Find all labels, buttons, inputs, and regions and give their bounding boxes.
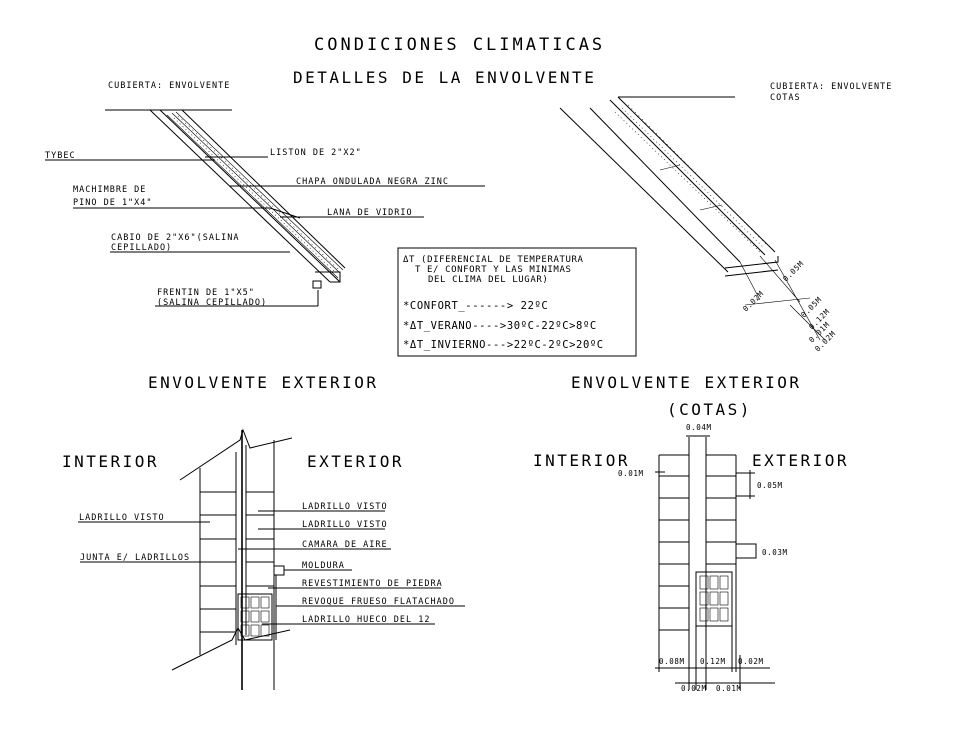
dim-bottom-4: 0.02M xyxy=(681,684,707,693)
roof-dim-1: 0.02M xyxy=(741,289,765,313)
wall-left-exterior: EXTERIOR xyxy=(307,452,404,471)
dim-top: 0.04M xyxy=(686,423,712,432)
dim-bottom-1: 0.08M xyxy=(659,657,685,666)
dim-bottom-5: 0.01M xyxy=(716,684,742,693)
wall-left-interior: INTERIOR xyxy=(62,452,159,471)
ladrillo-visto-2-label: LADRILLO VISTO xyxy=(302,520,388,530)
roof-right-caption-2: COTAS xyxy=(770,93,801,103)
ladrillo-hueco-label: LADRILLO HUECO DEL 12 xyxy=(302,615,430,625)
ladrillo-visto-left-label: LADRILLO VISTO xyxy=(79,513,165,523)
temp-invierno: *ΔT_INVIERNO--->22ºC-2ºC>20ºC xyxy=(403,339,604,351)
temp-line-3: DEL CLIMA DEL LUGAR) xyxy=(428,275,548,285)
temp-confort: *CONFORT_------> 22ºC xyxy=(403,300,548,312)
roof-left-caption: CUBIERTA: ENVOLVENTE xyxy=(108,81,230,91)
temp-line-1: ΔT (DIFERENCIAL DE TEMPERATURA xyxy=(403,255,584,265)
tybec-label: TYBEC xyxy=(45,151,76,161)
dim-right-1: 0.05M xyxy=(757,481,783,490)
wall-right-heading-1: ENVOLVENTE EXTERIOR xyxy=(571,373,802,392)
roof-detail-right: CUBIERTA: ENVOLVENTE COTAS 0.02M 0.05M 0… xyxy=(559,82,892,353)
moldura-label: MOLDURA xyxy=(302,561,345,571)
wall-right-heading-2: (COTAS) xyxy=(667,400,752,419)
dim-bottom-3: 0.02M xyxy=(738,657,764,666)
wall-right-interior: INTERIOR xyxy=(533,451,630,470)
frentin-label-1: FRENTIN DE 1"X5" xyxy=(157,288,255,298)
frentin-label-2: (SALINA CEPILLADO) xyxy=(157,298,267,308)
page-subtitle: DETALLES DE LA ENVOLVENTE xyxy=(293,68,596,87)
chapa-label: CHAPA ONDULADA NEGRA ZINC xyxy=(296,177,449,187)
wall-left-heading: ENVOLVENTE EXTERIOR xyxy=(148,373,379,392)
ladrillo-visto-1-label: LADRILLO VISTO xyxy=(302,502,388,512)
wall-right-exterior: EXTERIOR xyxy=(752,451,849,470)
cabio-label-1: CABIO DE 2"X6"(SALINA xyxy=(111,233,239,243)
revoque-label: REVOQUE FRUESO FLATACHADO xyxy=(302,597,455,607)
liston-label: LISTON DE 2"X2" xyxy=(270,148,362,158)
roof-detail-left: CUBIERTA: ENVOLVENTE TYBEC LISTON DE 2"X… xyxy=(45,81,485,308)
junta-label: JUNTA E/ LADRILLOS xyxy=(80,553,190,563)
camara-label: CAMARA DE AIRE xyxy=(302,540,388,550)
temp-line-2: T E/ CONFORT Y LAS MINIMAS xyxy=(415,265,571,275)
dim-bottom-2: 0.12M xyxy=(700,657,726,666)
revestimiento-label: REVESTIMIENTO DE PIEDRA xyxy=(302,579,443,589)
lana-label: LANA DE VIDRIO xyxy=(327,208,413,218)
machimbre-label-1: MACHIMBRE DE xyxy=(73,185,146,195)
dim-left-small: 0.01M xyxy=(618,469,644,478)
machimbre-label-2: PINO DE 1"X4" xyxy=(73,198,153,208)
wall-detail-right: ENVOLVENTE EXTERIOR (COTAS) INTERIOR EXT… xyxy=(533,373,849,693)
cabio-label-2: CEPILLADO) xyxy=(111,243,172,253)
dim-right-2: 0.03M xyxy=(762,548,788,557)
roof-right-caption-1: CUBIERTA: ENVOLVENTE xyxy=(770,82,892,92)
roof-dim-2: 0.05M xyxy=(781,259,805,283)
page-title: CONDICIONES CLIMATICAS xyxy=(314,35,605,55)
temperature-box: ΔT (DIFERENCIAL DE TEMPERATURA T E/ CONF… xyxy=(397,247,637,357)
wall-detail-left: ENVOLVENTE EXTERIOR INTERIOR EXTERIOR xyxy=(62,373,465,690)
temp-verano: *ΔT_VERANO---->30ºC-22ºC>8ºC xyxy=(403,320,597,332)
